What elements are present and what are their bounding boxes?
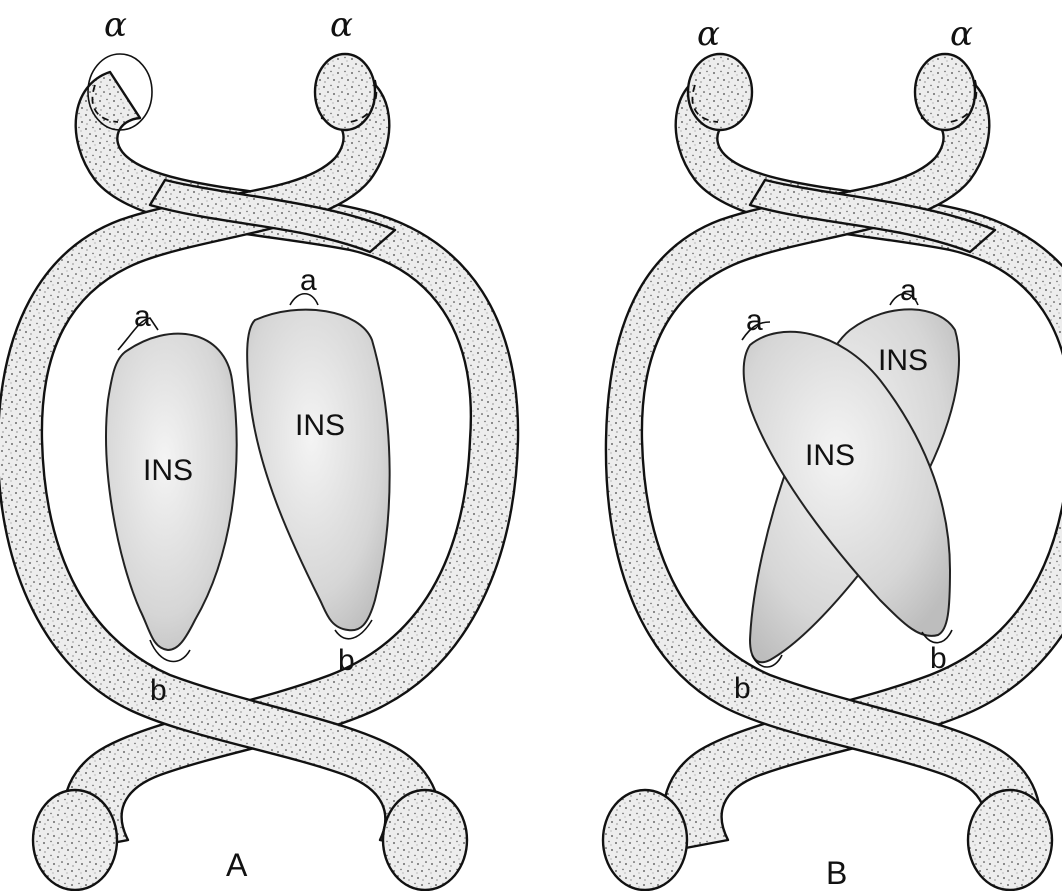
site-b-label-right: b [930, 642, 947, 675]
ins-label-right: INS [295, 409, 345, 442]
ins-left-body [106, 334, 237, 650]
site-a-label-left: a [134, 300, 151, 333]
alpha-label-left: α [697, 14, 720, 54]
panel-a: α α a a b b INS INS A [0, 5, 518, 890]
site-b-label-right: b [338, 644, 355, 677]
ins-label-front: INS [805, 439, 855, 472]
chain-end-right [383, 790, 467, 890]
site-b-label-left: b [734, 672, 751, 705]
site-a-label-left: a [746, 304, 763, 337]
chain-end-left [33, 790, 117, 890]
ins-label-back: INS [878, 344, 928, 377]
panel-b: α α a a b b INS INS B [603, 14, 1062, 891]
alpha-label-left: α [104, 5, 127, 45]
ins-right-body [247, 310, 390, 631]
site-b-label-left: b [150, 674, 167, 707]
alpha-label-right: α [950, 14, 973, 54]
alpha-label-right: α [330, 5, 353, 45]
ins-label-left: INS [143, 454, 193, 487]
site-a-label-right: a [300, 264, 317, 297]
chain-end-right [968, 790, 1052, 890]
chain-end-left [603, 790, 687, 890]
panel-label-a: A [226, 847, 248, 883]
site-a-label-right: a [900, 274, 917, 307]
panel-label-b: B [826, 855, 847, 891]
